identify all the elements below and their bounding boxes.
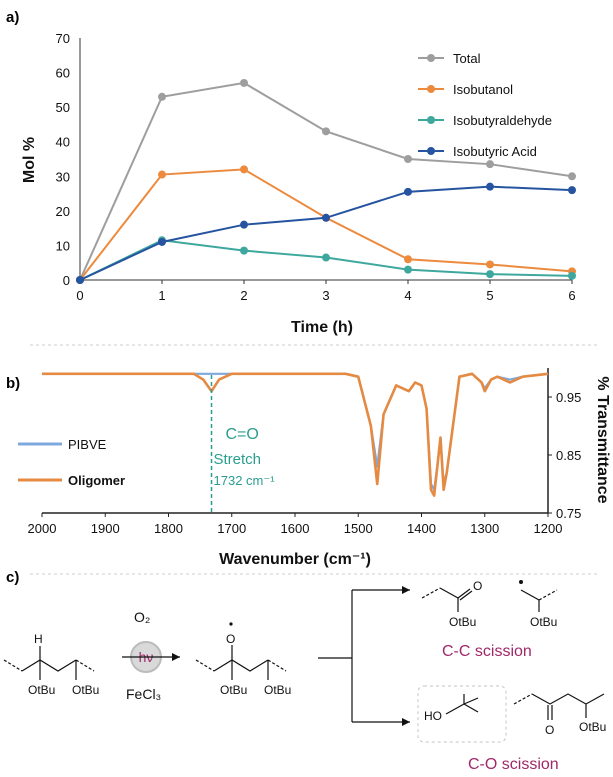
chart-b-x-tick-label: 1600 [281, 521, 310, 536]
chart-b-y-tick-label: 0.75 [556, 506, 581, 521]
data-point [322, 127, 330, 136]
chart-b-x-tick-label: 1900 [91, 521, 120, 536]
data-point [322, 253, 330, 262]
legend-swatch-marker [427, 85, 435, 93]
chart-b-x-tick-label: 2000 [28, 521, 57, 536]
data-point [486, 260, 494, 269]
annotation-line-3: 1732 cm⁻¹ [214, 473, 276, 488]
panel-label-b: b) [6, 375, 20, 392]
oxygen-radical-label: O [226, 632, 235, 646]
reaction-scheme: H OtBu OtBu O₂ hν FeCl₃ O OtBu OtBu [3, 579, 606, 773]
data-point [158, 170, 166, 179]
otbu-label-5: OtBu [449, 615, 476, 629]
cc-scission-label: C-C scission [442, 643, 532, 660]
chart-a-y-tick-label: 0 [63, 273, 70, 288]
chart-a-y-tick-label: 70 [56, 31, 70, 46]
catalyst-reagent: FeCl₃ [126, 686, 161, 702]
chart-a-xlabel: Time (h) [291, 319, 353, 336]
oxygen-reagent: O₂ [134, 609, 150, 625]
chart-a-x-tick-label: 1 [158, 288, 165, 303]
chart-a-y-tick-label: 20 [56, 204, 70, 219]
chart-b: Wavenumber (cm⁻¹) % Transmittance 2000 19… [18, 368, 611, 568]
panel-label-a: a) [6, 9, 19, 26]
chart-a-x-tick-label: 4 [404, 288, 411, 303]
chart-a-y-tick-label: 60 [56, 66, 70, 81]
otbu-label-1: OtBu [28, 683, 55, 697]
otbu-label-6: OtBu [530, 615, 557, 629]
data-point [486, 160, 494, 169]
legend-label: Oligomer [68, 473, 125, 488]
chart-b-xlabel: Wavenumber (cm⁻¹) [219, 551, 371, 568]
data-point [404, 155, 412, 163]
data-point [240, 220, 248, 229]
legend-label: PIBVE [68, 437, 107, 452]
chart-b-x-tick-label: 1300 [470, 521, 499, 536]
tert-butanol-box [417, 685, 507, 743]
otbu-label-2: OtBu [72, 683, 99, 697]
panel-label-c: c) [6, 569, 19, 586]
chart-a-ylabel: Mol % [21, 137, 38, 183]
chart-b-x-tick-label: 1500 [344, 521, 373, 536]
ester-oxygen-label: O [473, 579, 482, 593]
series-line-1 [79, 168, 573, 281]
starting-polymer [3, 646, 95, 680]
otbu-label-7: OtBu [579, 720, 606, 734]
ir-spectrum-1 [42, 372, 549, 497]
radical-fragment [519, 580, 558, 612]
legend-label: Isobutanol [453, 82, 513, 97]
ester-product [421, 587, 473, 612]
ketone-oxygen-label: O [545, 723, 554, 737]
data-point [568, 186, 576, 195]
data-point [404, 265, 412, 274]
co-scission-label: C-O scission [468, 756, 559, 773]
hydrogen-label: H [34, 632, 43, 646]
chart-a-y-tick-label: 50 [56, 100, 70, 115]
data-point [158, 237, 166, 246]
tert-butanol [445, 694, 479, 715]
chart-a-y-tick-label: 10 [56, 238, 70, 253]
chart-b-x-tick-label: 1800 [154, 521, 183, 536]
chart-b-y-tick-label: 0.95 [556, 390, 581, 405]
chart-b-x-tick-label: 1400 [407, 521, 436, 536]
chart-a-x-tick-label: 0 [76, 288, 83, 303]
data-point [486, 182, 494, 191]
chart-b-x-tick-label: 1200 [534, 521, 563, 536]
data-point [568, 172, 576, 181]
data-point [240, 246, 248, 255]
chart-a-y-tick-label: 30 [56, 169, 70, 184]
hydroxyl-label: HO [424, 709, 442, 723]
chart-a-x-tick-label: 3 [322, 288, 329, 303]
chart-a-x-tick-label: 5 [486, 288, 493, 303]
data-point [240, 78, 248, 87]
chart-a-x-tick-label: 6 [568, 288, 575, 303]
alkoxy-radical-intermediate [195, 622, 287, 680]
data-point [76, 276, 84, 284]
otbu-label-3: OtBu [220, 683, 247, 697]
annotation-line-2: Stretch [214, 451, 262, 468]
legend-label: Isobutyraldehyde [453, 113, 552, 128]
ketone-product [513, 693, 605, 720]
data-point [568, 271, 576, 280]
chart-b-ylabel: % Transmittance [594, 376, 611, 503]
legend-label: Isobutyric Acid [453, 144, 537, 159]
legend-label: Total [453, 51, 481, 66]
data-point [404, 187, 412, 196]
data-point [240, 165, 248, 174]
chart-a-y-tick-label: 40 [56, 135, 70, 150]
chart-b-y-tick-label: 0.85 [556, 448, 581, 463]
data-point [486, 270, 494, 279]
data-point [404, 255, 412, 264]
annotation-line-1: C=O [226, 426, 259, 443]
data-point [158, 92, 166, 101]
legend-swatch-marker [427, 147, 435, 155]
chart-b-x-tick-label: 1700 [217, 521, 246, 536]
otbu-label-4: OtBu [264, 683, 291, 697]
chart-a-x-tick-label: 2 [240, 288, 247, 303]
legend-swatch-marker [427, 116, 435, 124]
data-point [322, 213, 330, 222]
legend-swatch-marker [427, 54, 435, 62]
